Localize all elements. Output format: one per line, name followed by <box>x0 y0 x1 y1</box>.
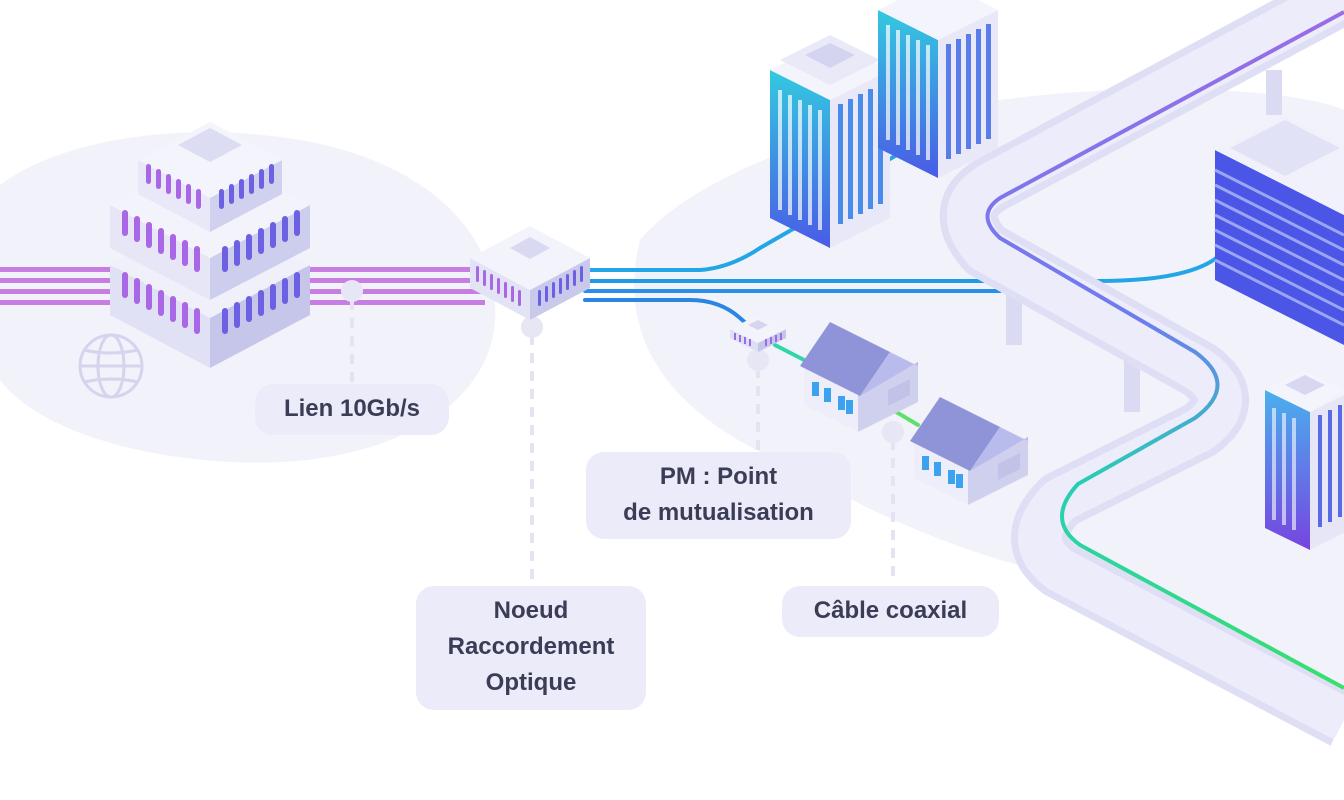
office-building <box>1214 115 1344 345</box>
pm-label: PM : Point de mutualisation <box>586 452 851 539</box>
house-2 <box>910 397 1028 505</box>
cable-connector <box>882 421 904 584</box>
elevated-road <box>939 0 1344 746</box>
nro-label-line-3: Optique <box>485 669 577 696</box>
nro-label: Noeud Raccordement Optique <box>416 586 646 710</box>
cable-label: Câble coaxial <box>782 586 999 637</box>
pm-node <box>730 315 786 352</box>
tower-building-2 <box>878 0 998 178</box>
nro-label-line-1: Noeud <box>493 597 569 624</box>
link-label: Lien 10Gb/s <box>255 384 449 435</box>
pm-label-line-1: PM : Point <box>659 463 778 490</box>
nro-node <box>470 226 590 320</box>
cable-label-text: Câble coaxial <box>813 597 968 624</box>
link-marker <box>341 280 363 382</box>
tower-building-3 <box>1265 370 1344 550</box>
pm-connector <box>747 349 769 450</box>
globe-icon <box>78 333 144 399</box>
tower-building-1 <box>770 35 890 248</box>
pm-label-line-2: de mutualisation <box>623 499 814 526</box>
data-center-building <box>110 122 310 368</box>
link-label-text: Lien 10Gb/s <box>283 395 421 422</box>
house-1 <box>800 322 918 432</box>
nro-label-line-2: Raccordement <box>447 633 615 660</box>
nro-connector <box>521 316 543 584</box>
